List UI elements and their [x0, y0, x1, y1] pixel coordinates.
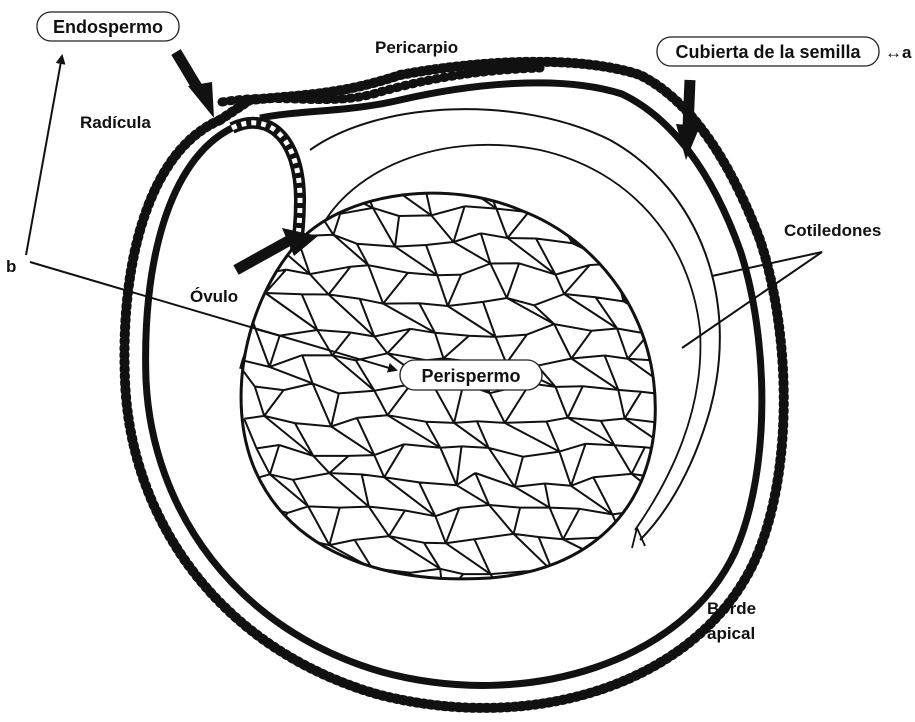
cotiledones-label: Cotiledones	[784, 221, 881, 240]
b-marker-label: b	[6, 257, 16, 276]
svg-text:Endospermo: Endospermo	[53, 17, 163, 37]
svg-text:Cubierta de la semilla: Cubierta de la semilla	[675, 42, 861, 62]
borde-label: Borde	[707, 599, 756, 618]
pericarpio-label: Pericarpio	[375, 38, 458, 57]
b-to-endospermo-line	[26, 56, 62, 255]
perispermo-label: Perispermo	[400, 360, 542, 390]
endospermo-pointer-arrow	[176, 52, 214, 118]
apical-label: apical	[707, 624, 755, 643]
radicula-label: Radícula	[80, 113, 151, 132]
cubierta-label: Cubierta de la semilla	[657, 37, 879, 66]
ovulo-label: Óvulo	[190, 287, 238, 306]
a-marker-label: ↔a	[885, 43, 912, 62]
svg-text:Perispermo: Perispermo	[421, 366, 520, 386]
endospermo-label: Endospermo	[37, 12, 179, 41]
